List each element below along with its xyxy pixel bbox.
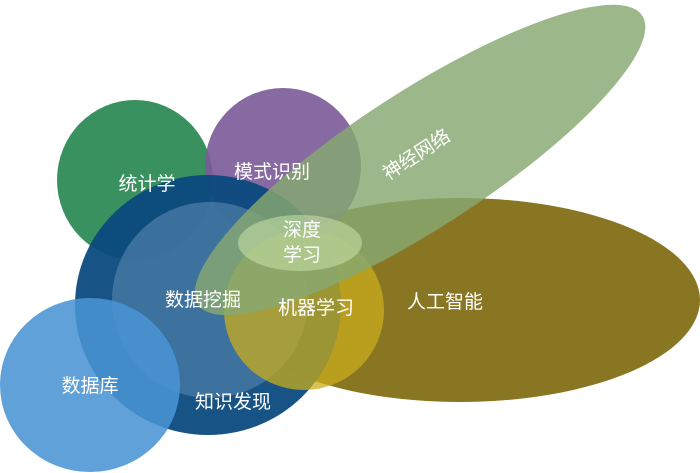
set-db-shape — [0, 298, 180, 472]
set-dl-shape — [238, 215, 362, 271]
label-ai: 人工智能 — [407, 291, 483, 313]
label-ml: 机器学习 — [278, 297, 354, 319]
label-stats: 统计学 — [118, 173, 175, 195]
label-pr: 模式识别 — [234, 161, 310, 183]
label-dm: 数据挖掘 — [165, 289, 241, 311]
label-kd: 知识发现 — [195, 391, 271, 413]
label-dl: 深度学习 — [282, 219, 321, 266]
label-db: 数据库 — [61, 375, 118, 397]
